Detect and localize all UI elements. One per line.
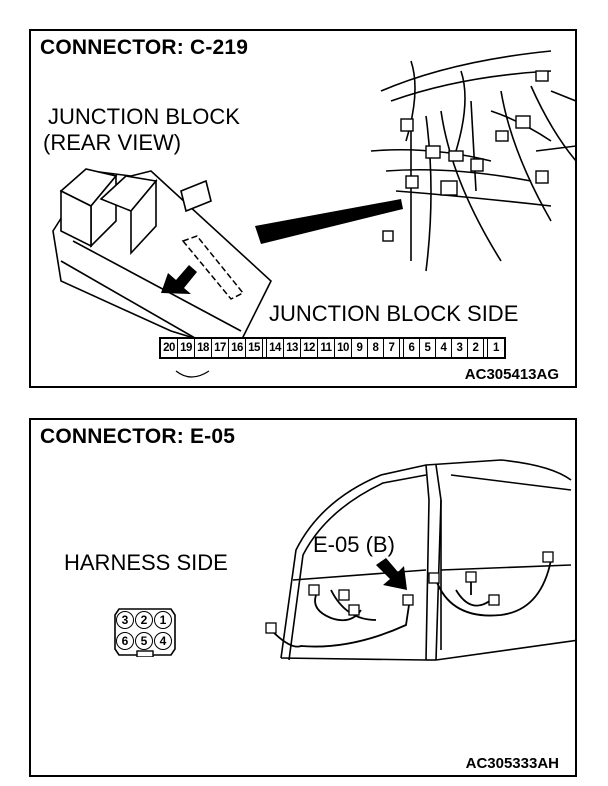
connector-location-outline bbox=[181, 235, 245, 300]
pin-cell: 14 bbox=[267, 339, 284, 357]
harness-pin: 1 bbox=[154, 611, 172, 629]
pin-cell: 9 bbox=[352, 339, 368, 357]
connector-e05-panel: CONNECTOR: E-05 HARNESS SIDE E-05 (B) bbox=[29, 418, 577, 777]
rear-view-label: (REAR VIEW) bbox=[43, 130, 182, 155]
harness-pin: 2 bbox=[135, 611, 153, 629]
figure-code: AC305333AH bbox=[465, 755, 559, 772]
pin-cell: 19 bbox=[178, 339, 195, 357]
dashboard-wiring-sketch bbox=[370, 50, 575, 272]
pin-cell: 17 bbox=[212, 339, 229, 357]
pin-cell: 3 bbox=[452, 339, 468, 357]
pin-gap bbox=[400, 339, 404, 357]
harness-pin: 5 bbox=[135, 632, 153, 650]
pin-cell: 4 bbox=[436, 339, 452, 357]
pin-cell: 7 bbox=[384, 339, 400, 357]
pointer-arrow bbox=[161, 265, 197, 294]
pin-cell: 6 bbox=[404, 339, 420, 357]
location-beam bbox=[255, 199, 403, 244]
e05-pointer-arrow bbox=[376, 558, 407, 590]
harness-pin: 4 bbox=[154, 632, 172, 650]
pin-cell: 1 bbox=[493, 342, 499, 354]
pin-cell: 18 bbox=[195, 339, 212, 357]
pin-cell: 11 bbox=[318, 339, 335, 357]
pin-gap bbox=[484, 339, 488, 357]
pin-cell: 13 bbox=[284, 339, 301, 357]
vehicle-door-outline bbox=[280, 459, 575, 661]
pin-cell: 5 bbox=[420, 339, 436, 357]
harness-side-label: HARNESS SIDE bbox=[64, 550, 228, 575]
junction-block-illustration bbox=[52, 50, 575, 378]
door-harness-wires bbox=[270, 559, 552, 648]
panel-title: CONNECTOR: E-05 bbox=[40, 425, 236, 448]
junction-block-label: JUNCTION BLOCK bbox=[48, 104, 240, 129]
junction-block-side-label: JUNCTION BLOCK SIDE bbox=[269, 301, 519, 326]
connector-c219-panel: CONNECTOR: C-219 JUNCTION BLOCK (REAR VI… bbox=[29, 29, 577, 388]
pin-cell: 10 bbox=[335, 339, 352, 357]
figure-code: AC305413AG bbox=[464, 366, 559, 383]
door-wiring-illustration bbox=[265, 459, 575, 661]
pin-cell: 12 bbox=[301, 339, 318, 357]
panel-title: CONNECTOR: C-219 bbox=[40, 36, 249, 59]
e05-harness-connector: 3 2 1 6 5 4 bbox=[113, 607, 177, 657]
harness-pin: 6 bbox=[116, 632, 134, 650]
pin-cell: 2 bbox=[468, 339, 484, 357]
pin-cell: 16 bbox=[229, 339, 246, 357]
e05-callout-label: E-05 (B) bbox=[313, 532, 395, 557]
pin-gap bbox=[263, 339, 267, 357]
pin-cell: 8 bbox=[368, 339, 384, 357]
pin-cell: 20 bbox=[161, 339, 178, 357]
harness-pin: 3 bbox=[116, 611, 134, 629]
pin-cell: 15 bbox=[246, 339, 263, 357]
